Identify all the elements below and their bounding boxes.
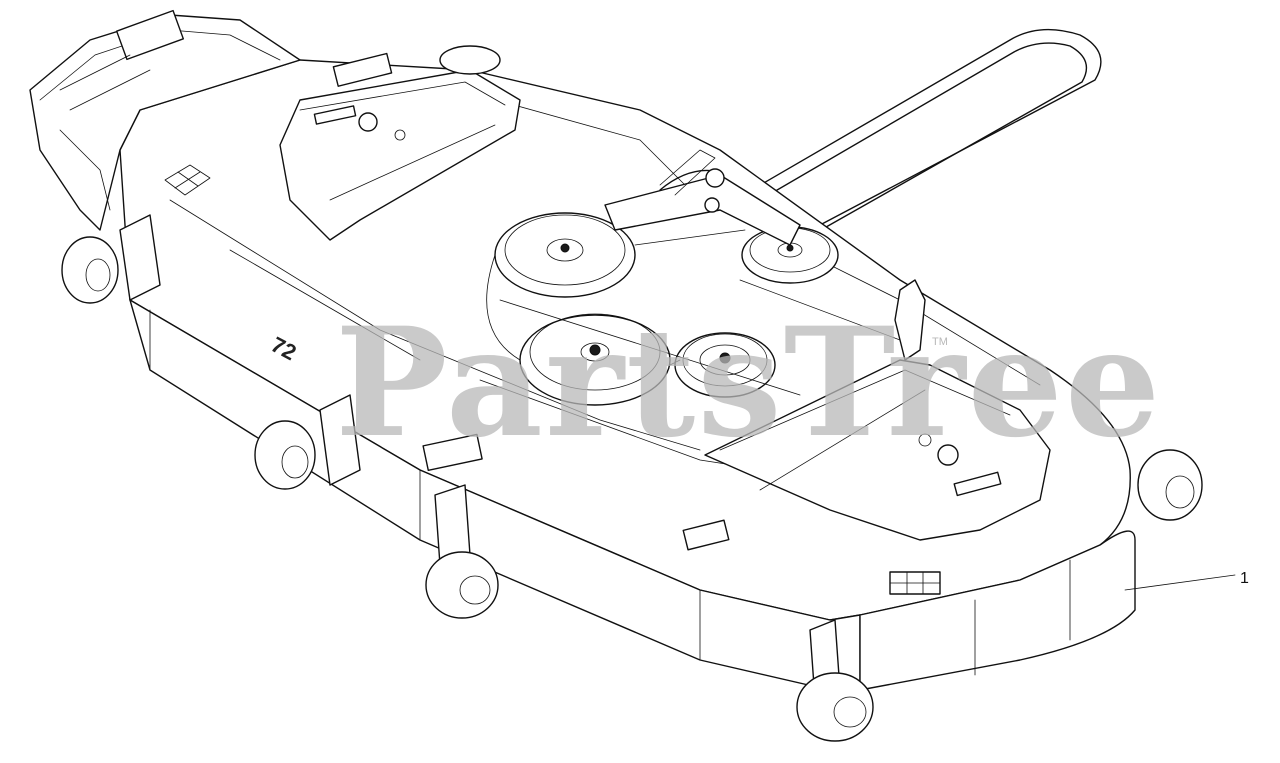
anti-scalp-wheel-front-center: [425, 484, 499, 619]
anti-scalp-wheel-front-left-2: [254, 394, 361, 490]
idler-arm: [604, 149, 801, 246]
right-belt-cover: [704, 359, 1051, 541]
anti-scalp-wheel-front-left-1: [61, 214, 161, 304]
deck-belt: [486, 229, 901, 396]
callout-1: 1: [1124, 570, 1249, 591]
left-belt-cover: [279, 69, 521, 241]
rear-bracket: [894, 279, 926, 361]
anti-scalp-wheel-front-right: [796, 619, 874, 742]
decal-grid-left: [164, 164, 211, 196]
pulley-left-lower: [519, 313, 671, 406]
pulley-center: [674, 332, 776, 398]
anti-scalp-wheel-right-side: [1137, 449, 1203, 521]
roller-rear-left: [439, 45, 501, 75]
front-baffle-assembly: [29, 9, 301, 231]
callout-leader-line: [1124, 574, 1236, 591]
warning-decal-center: [422, 433, 483, 472]
warning-decal-front: [682, 519, 730, 551]
watermark-trademark: TM: [932, 336, 948, 348]
watermark: PartsTree: [335, 295, 1162, 471]
decal-grid-right: [889, 571, 941, 595]
drive-belt: [699, 28, 1102, 236]
callout-label: 1: [1240, 570, 1249, 587]
warning-decal-top: [332, 52, 393, 87]
